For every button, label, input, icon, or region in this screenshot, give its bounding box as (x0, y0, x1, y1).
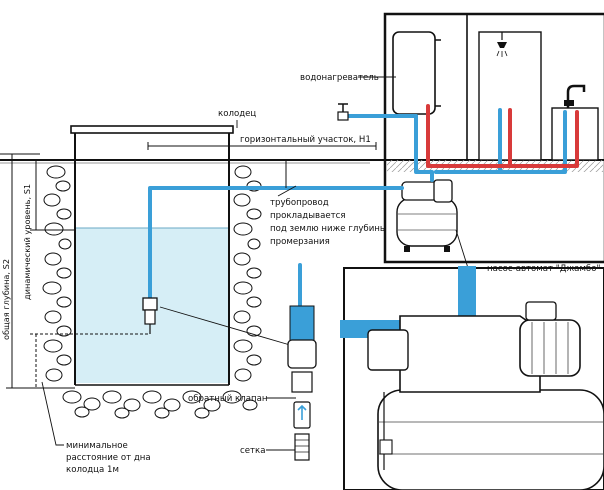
pump-housing (399, 315, 541, 393)
label-water-heater: водонагреватель (300, 73, 379, 83)
check-valve-assembly (287, 305, 317, 461)
pressure-tank (377, 389, 604, 490)
suction-head (142, 297, 158, 334)
pump-station-small (396, 179, 458, 252)
label-pipeline-2: прокладывается (270, 211, 346, 221)
label-pipeline-4: промерзания (270, 237, 330, 247)
label-total-depth: общая глубина, S2 (1, 259, 11, 340)
label-dynamic-level: динамический уровень, S1 (22, 184, 32, 300)
label-min-distance-1: минимальное (66, 441, 128, 451)
faucet-icon (566, 84, 586, 108)
label-mesh: сетка (240, 446, 265, 456)
shower-icon (497, 42, 507, 48)
label-min-distance-3: колодца 1м (66, 465, 119, 475)
label-well: колодец (218, 109, 256, 119)
pump-detail-box (340, 266, 604, 490)
water-heater-tank (392, 31, 441, 115)
label-min-distance-2: расстояние от дна (66, 453, 151, 463)
label-pipeline-3: под землю ниже глубины (270, 224, 387, 234)
mesh-filter (294, 433, 310, 461)
label-pipeline-1: трубопровод (270, 198, 329, 208)
well-shaft (70, 125, 234, 386)
tap-valve-icon (337, 103, 349, 121)
hot-water-pipes (426, 104, 579, 168)
pump-motor (519, 319, 581, 377)
label-check-valve: обратный клапан (188, 394, 267, 404)
dimension-lines (0, 142, 377, 389)
label-pump-station: насос-автомат "Джамбо" (487, 264, 600, 274)
label-horizontal-section: горизонтальный участок, H1 (240, 135, 371, 145)
gravel-stones (42, 165, 262, 419)
